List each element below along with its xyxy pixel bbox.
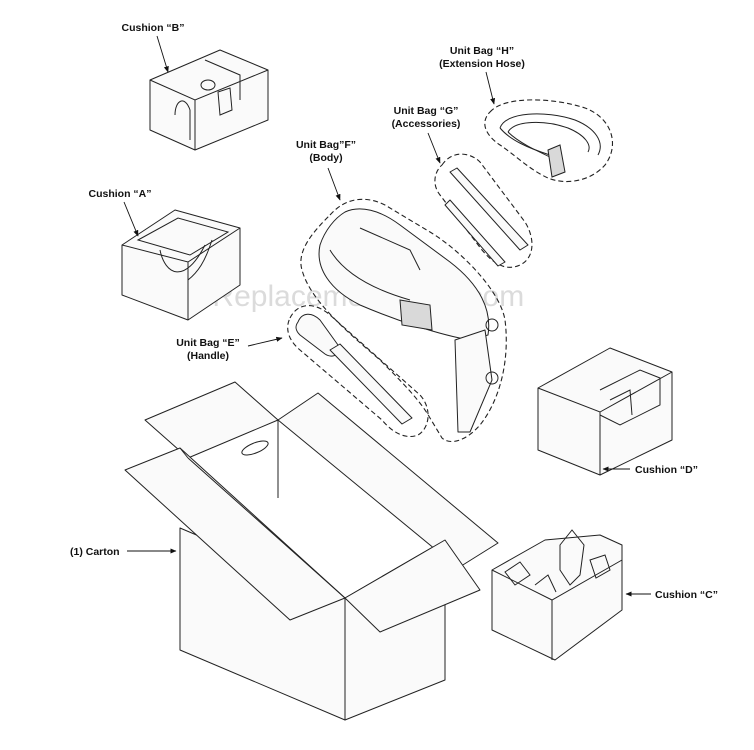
- bag-g-leader: [427, 132, 441, 164]
- cushion-b-leader: [156, 35, 169, 73]
- unit-bag-e: [287, 305, 429, 438]
- cushion-b: [149, 49, 269, 151]
- unit-bag-f: [300, 198, 507, 442]
- unit-bag-g: [434, 153, 533, 268]
- bag-f-label-2: (Body): [309, 152, 342, 164]
- bag-h-label-1: Unit Bag “H”: [450, 45, 514, 57]
- cushion-a-label: Cushion “A”: [89, 188, 152, 200]
- cushion-d-label: Cushion “D”: [635, 464, 698, 476]
- bag-e-label-1: Unit Bag “E”: [176, 337, 240, 349]
- bag-h-label-2: (Extension Hose): [439, 58, 525, 70]
- bag-h-leader: [485, 71, 496, 105]
- unit-bag-h: [484, 99, 613, 183]
- bag-g-label-1: Unit Bag “G”: [394, 105, 459, 117]
- cushion-a-leader: [123, 201, 139, 237]
- bag-g-label-2: (Accessories): [392, 118, 461, 130]
- bag-f-leader: [327, 167, 341, 201]
- bag-e-leader: [247, 336, 283, 347]
- bag-e-label-2: (Handle): [187, 350, 229, 362]
- cushion-a: [121, 209, 241, 321]
- cushion-c-label: Cushion “C”: [655, 589, 718, 601]
- cushion-c: [491, 529, 623, 661]
- bag-f-label-1: Unit Bag”F”: [296, 139, 356, 151]
- carton-label: (1) Carton: [70, 546, 120, 558]
- carton: [124, 381, 499, 721]
- cushion-b-label: Cushion “B”: [122, 22, 185, 34]
- cushion-d: [537, 347, 673, 476]
